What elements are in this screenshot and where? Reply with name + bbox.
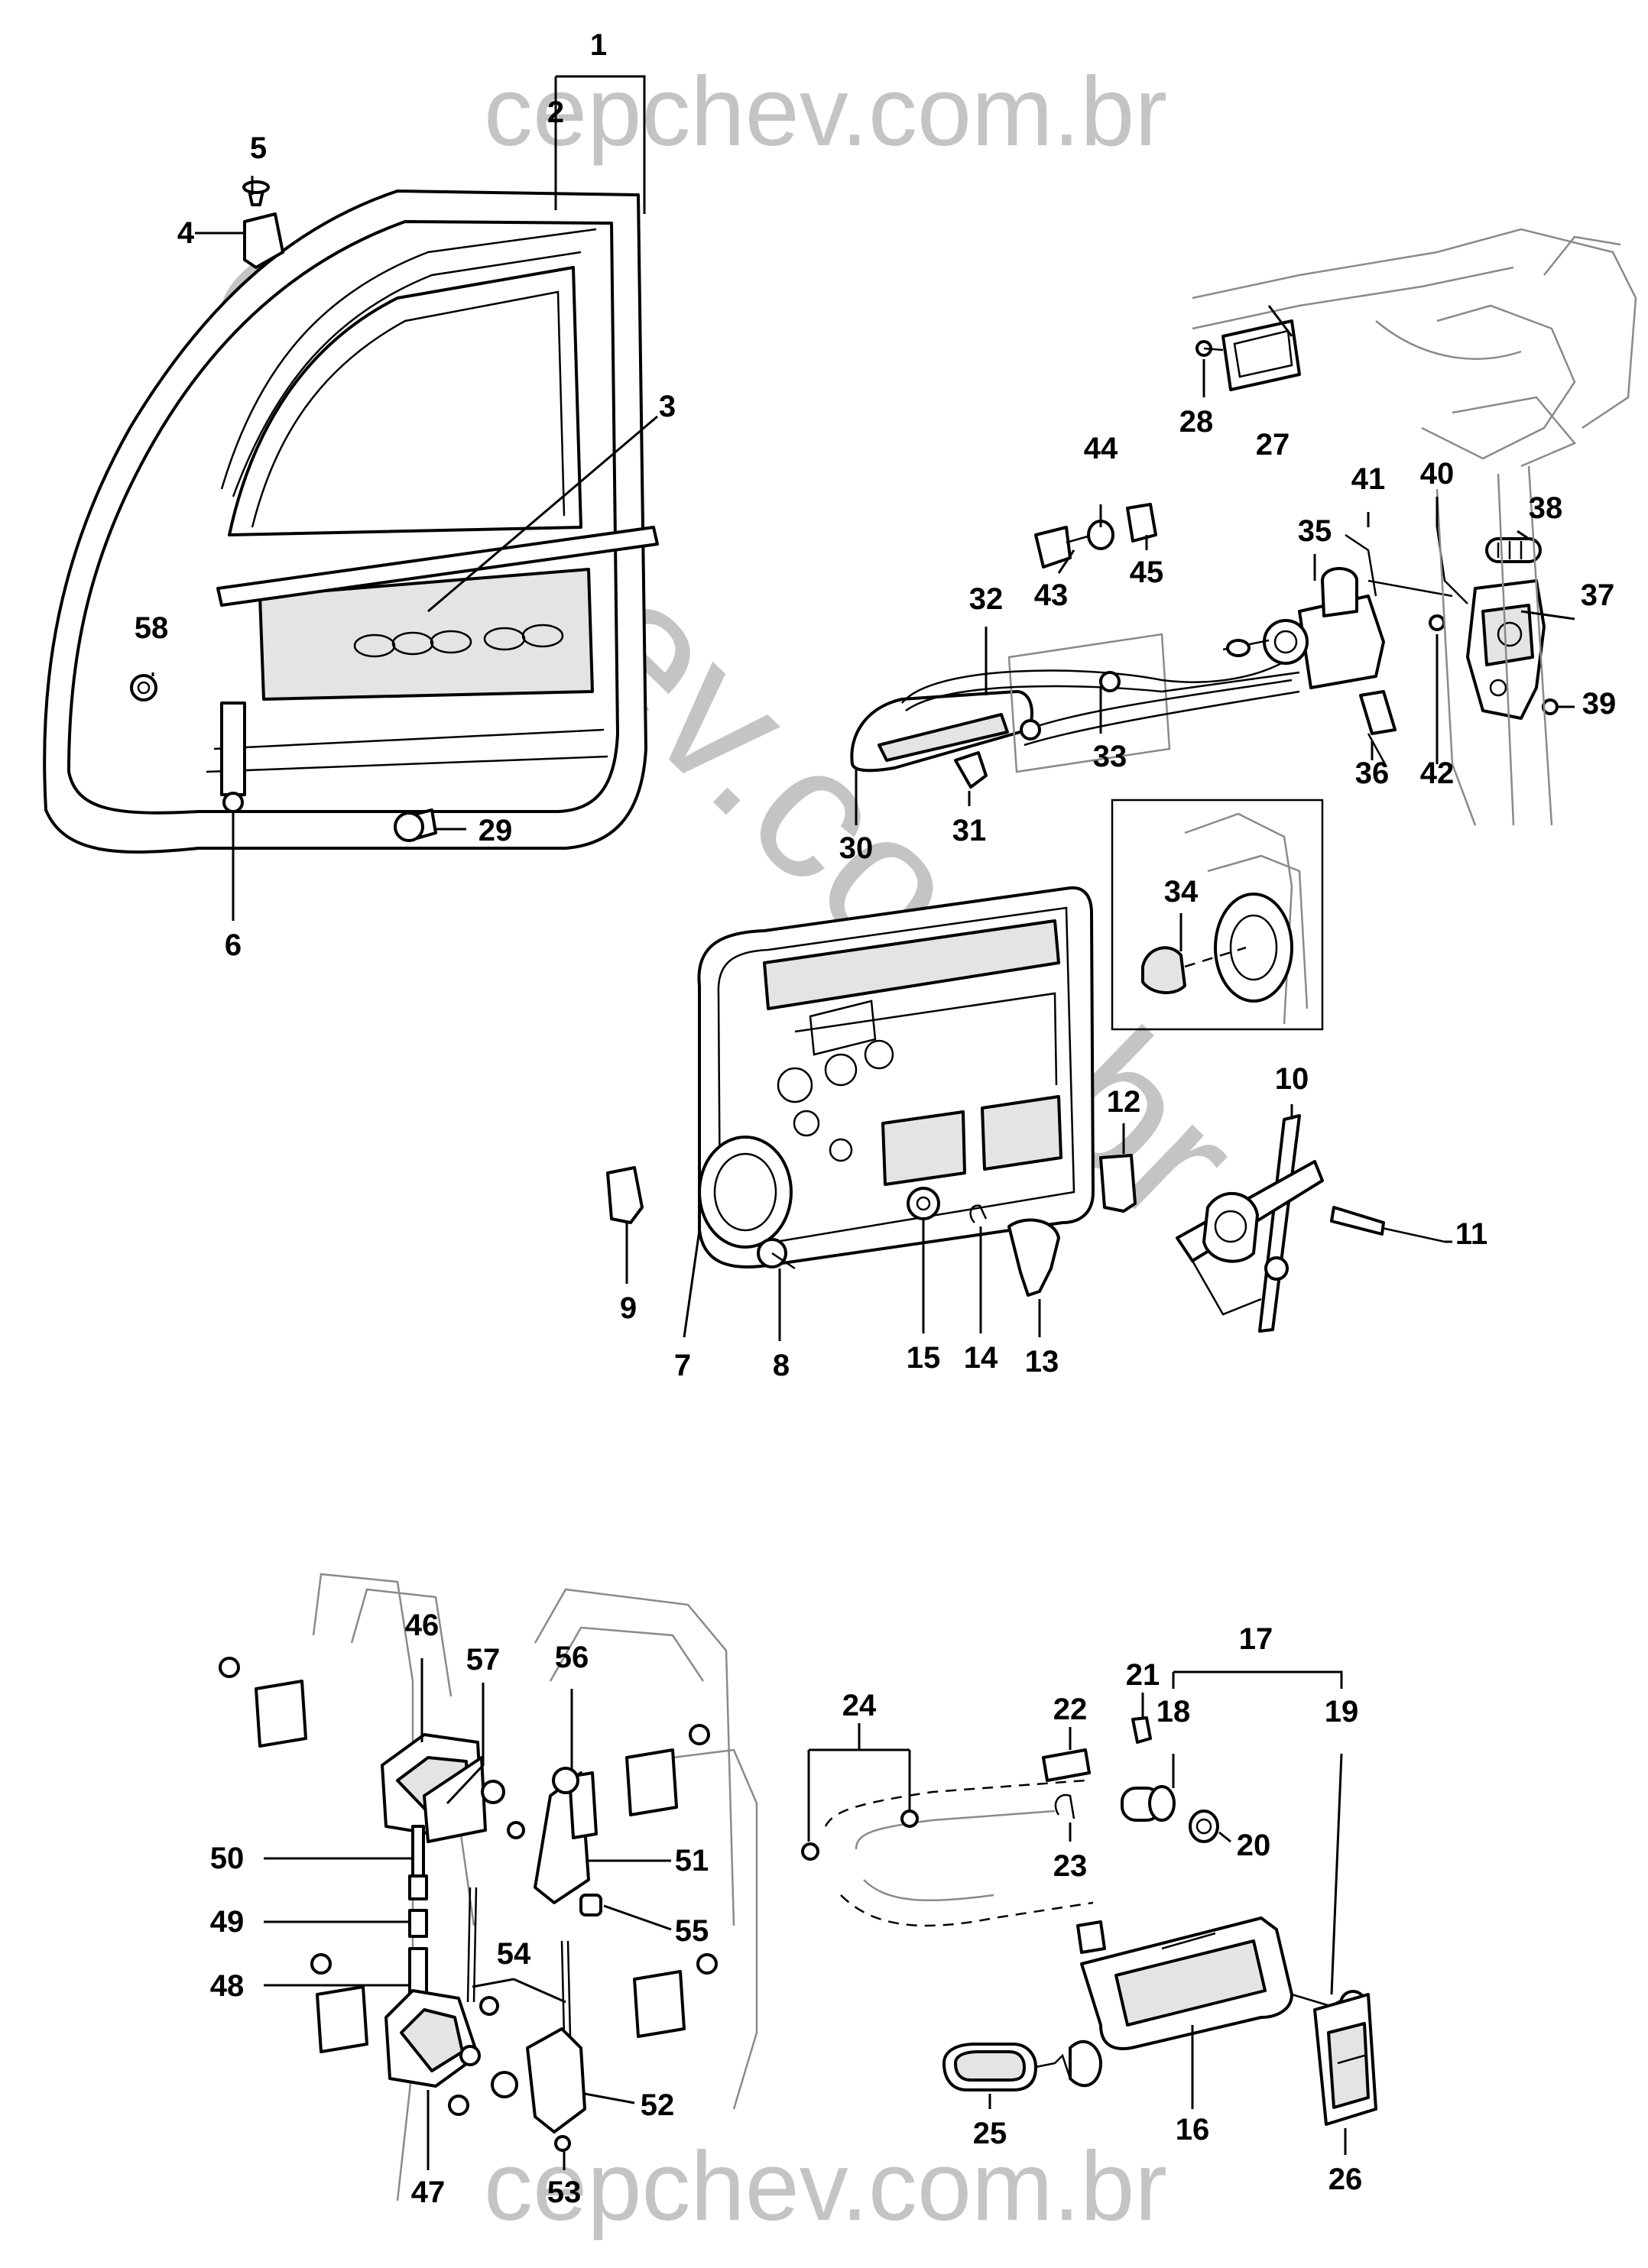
label-part-49: 49	[210, 1905, 245, 1939]
label-part-32: 32	[969, 582, 1004, 616]
leader-lines	[151, 75, 1575, 2170]
label-part-42: 42	[1420, 757, 1455, 790]
label-part-30: 30	[839, 831, 874, 865]
label-part-56: 56	[555, 1641, 589, 1674]
label-part-41: 41	[1351, 462, 1386, 496]
label-part-34: 34	[1164, 875, 1199, 909]
label-part-18: 18	[1157, 1695, 1191, 1729]
door-shell-assembly	[43, 180, 659, 854]
label-part-4: 4	[177, 216, 195, 250]
label-part-26: 26	[1328, 2163, 1363, 2196]
label-part-14: 14	[964, 1341, 998, 1375]
label-part-16: 16	[1176, 2113, 1210, 2146]
part-number-labels: 1 2 3 4 5 6 7 8 9 10 11 12 13 14 15 16 1…	[135, 28, 1617, 2209]
watermark-top: cepchev.com.br	[484, 57, 1167, 167]
label-part-38: 38	[1529, 491, 1563, 525]
door-hinge-assembly	[219, 1573, 758, 2202]
label-part-12: 12	[1107, 1085, 1141, 1119]
label-part-39: 39	[1582, 687, 1617, 721]
label-part-55: 55	[675, 1914, 709, 1948]
label-part-54: 54	[497, 1937, 531, 1971]
actuator-mount-context	[1192, 228, 1637, 468]
label-part-57: 57	[466, 1643, 501, 1677]
label-part-46: 46	[405, 1609, 440, 1642]
label-part-21: 21	[1126, 1658, 1160, 1692]
label-part-36: 36	[1355, 757, 1390, 790]
label-part-43: 43	[1034, 578, 1069, 612]
label-part-31: 31	[952, 814, 987, 847]
label-part-10: 10	[1275, 1062, 1309, 1096]
label-part-25: 25	[973, 2117, 1007, 2150]
label-part-19: 19	[1325, 1695, 1359, 1729]
label-part-58: 58	[135, 611, 169, 645]
label-part-28: 28	[1179, 405, 1214, 439]
label-part-23: 23	[1053, 1849, 1088, 1883]
label-part-9: 9	[620, 1291, 637, 1325]
label-part-47: 47	[411, 2176, 446, 2209]
inset-lock-cylinder	[1111, 799, 1324, 1031]
label-part-33: 33	[1093, 740, 1127, 773]
label-part-6: 6	[225, 928, 242, 962]
label-part-15: 15	[907, 1341, 941, 1375]
label-part-53: 53	[547, 2176, 582, 2209]
label-part-2: 2	[547, 96, 564, 129]
label-part-17: 17	[1239, 1622, 1273, 1656]
label-part-48: 48	[210, 1969, 245, 2003]
label-part-27: 27	[1256, 428, 1290, 462]
label-part-40: 40	[1420, 457, 1455, 491]
label-part-37: 37	[1581, 578, 1615, 612]
label-part-52: 52	[641, 2088, 675, 2122]
label-part-3: 3	[659, 390, 676, 423]
label-part-1: 1	[590, 28, 607, 62]
label-part-20: 20	[1237, 1829, 1271, 1862]
lock-mechanism-assembly	[850, 465, 1559, 826]
label-part-24: 24	[842, 1689, 877, 1722]
label-part-11: 11	[1455, 1217, 1487, 1251]
label-part-50: 50	[210, 1842, 245, 1875]
watermark-bottom: cepchev.com.br	[484, 2132, 1167, 2241]
label-part-13: 13	[1025, 1345, 1059, 1379]
label-part-8: 8	[773, 1349, 790, 1382]
window-regulator-assembly	[1099, 1114, 1445, 1333]
label-part-51: 51	[675, 1844, 709, 1878]
label-part-44: 44	[1084, 432, 1118, 465]
outside-handle-assembly	[801, 1716, 1377, 2126]
label-part-7: 7	[674, 1349, 691, 1382]
label-part-35: 35	[1298, 514, 1332, 548]
interior-trim-panel-assembly	[606, 886, 1095, 1297]
label-part-22: 22	[1053, 1693, 1088, 1726]
label-part-29: 29	[479, 814, 513, 847]
label-part-45: 45	[1130, 556, 1164, 589]
label-part-5: 5	[250, 131, 267, 165]
